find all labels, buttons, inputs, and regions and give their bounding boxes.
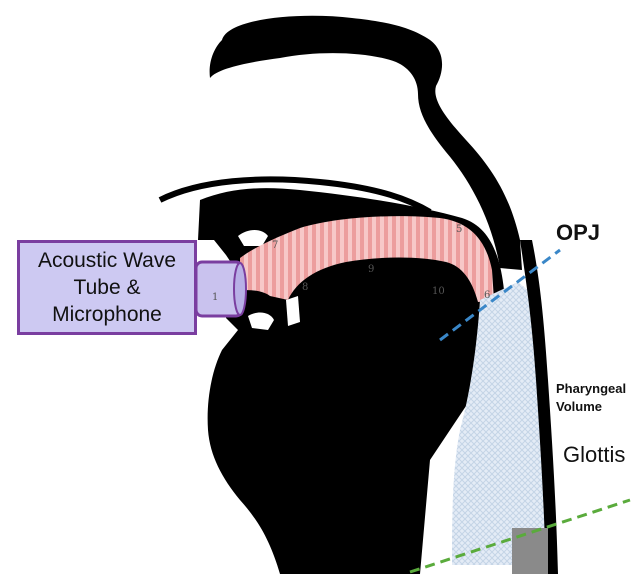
segment-number: 1 xyxy=(212,292,218,303)
segment-number: 8 xyxy=(302,282,308,293)
glottis-label: Glottis xyxy=(563,442,625,468)
acoustic-tube-opening xyxy=(234,263,246,315)
segment-number: 9 xyxy=(368,264,374,275)
trachea xyxy=(512,528,548,574)
pharyngeal-label-line1: Pharyngeal xyxy=(556,380,626,398)
opj-label: OPJ xyxy=(556,220,600,246)
segment-number: 7 xyxy=(272,240,278,251)
segment-number: 6 xyxy=(484,290,490,301)
tooth-lower xyxy=(286,296,300,326)
device-label-line2: Tube & xyxy=(74,274,141,301)
device-label-line1: Acoustic Wave xyxy=(38,247,176,274)
device-label-box: Acoustic Wave Tube & Microphone xyxy=(17,240,197,335)
segment-number: 10 xyxy=(432,286,445,297)
device-label-line3: Microphone xyxy=(52,301,162,328)
pharyngeal-volume-label: Pharyngeal Volume xyxy=(556,380,626,416)
segment-number: 5 xyxy=(456,224,462,235)
pharyngeal-label-line2: Volume xyxy=(556,398,626,416)
